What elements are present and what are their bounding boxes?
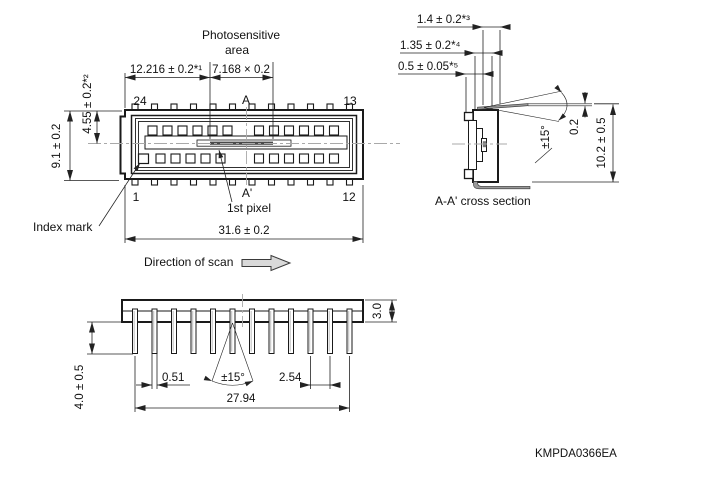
lead-thickness-dimension (528, 92, 592, 118)
photosensitive-label-line2: area (225, 43, 249, 57)
dim-ps-area: 7.168 × 0.2 (212, 64, 270, 76)
first-pixel-label: 1st pixel (227, 201, 271, 215)
pin-label-13: 13 (343, 94, 357, 108)
dim-lead-width: 0.51 (162, 372, 184, 384)
index-mark-label: Index mark (33, 220, 93, 234)
dim-body-thickness: 3.0 (372, 303, 384, 319)
dim-window-thickness: 0.5 ± 0.05*⁵ (398, 61, 459, 73)
total-height-dimension (532, 103, 619, 183)
scan-direction-arrow-icon (241, 254, 292, 272)
dim-lead-tip-angle: ±15° (221, 372, 245, 384)
dim-lead-length: 4.0 ± 0.5 (74, 365, 86, 410)
index-mark-square (137, 153, 150, 165)
cross-section-top-tab (463, 111, 474, 122)
dim-total-height: 10.2 ± 0.5 (596, 117, 608, 168)
cross-section-caption: A-A' cross section (435, 194, 531, 208)
dim-body-width: 31.6 ± 0.2 (218, 225, 269, 237)
dim-lead-span: 27.94 (227, 393, 256, 405)
side-view: 3.0 4.0 ± 0.5 0.51 ±15° 2.54 27.94 (74, 294, 397, 412)
dim-first-pixel-offset: 12.216 ± 0.2*¹ (130, 64, 202, 76)
dim-lead-offset: 1.4 ± 0.2*³ (417, 14, 470, 26)
photosensitive-label-line1: Photosensitive (202, 28, 280, 42)
bottom-lead (473, 181, 531, 190)
document-number: KMPDA0366EA (535, 448, 617, 460)
dim-window-offset: 1.35 ± 0.2*⁴ (400, 40, 461, 52)
window-step-1 (468, 120, 477, 170)
section-mark-a: A (242, 93, 250, 107)
section-mark-a-prime: A' (242, 186, 252, 200)
dim-lead-thickness: 0.2 (569, 119, 581, 135)
cross-section-bottom-tab (463, 168, 474, 180)
top-view-dimensions (64, 62, 364, 243)
pin-label-12: 12 (342, 190, 356, 204)
dim-lead-bend-angle: ±15° (540, 125, 552, 149)
cross-section-view: 1.4 ± 0.2*³ 1.35 ± 0.2*⁴ 0.5 ± 0.05*⁵ ±1… (398, 14, 619, 208)
cross-section-dimension-lines (398, 24, 511, 112)
dim-center-height: 4.55 ± 0.2*² (82, 74, 94, 134)
pin-label-1: 1 (133, 190, 140, 204)
dim-body-height: 9.1 ± 0.2 (51, 124, 63, 169)
photosensitive-strip (210, 141, 273, 145)
top-view: Photosensitive area 12.216 ± 0.2*¹ 7.168… (33, 28, 400, 272)
direction-of-scan-label: Direction of scan (144, 255, 233, 269)
lead-bend-tolerance (483, 84, 568, 164)
dim-lead-pitch: 2.54 (279, 372, 302, 384)
pin-label-24: 24 (133, 94, 147, 108)
side-view-dimensions (87, 299, 397, 412)
